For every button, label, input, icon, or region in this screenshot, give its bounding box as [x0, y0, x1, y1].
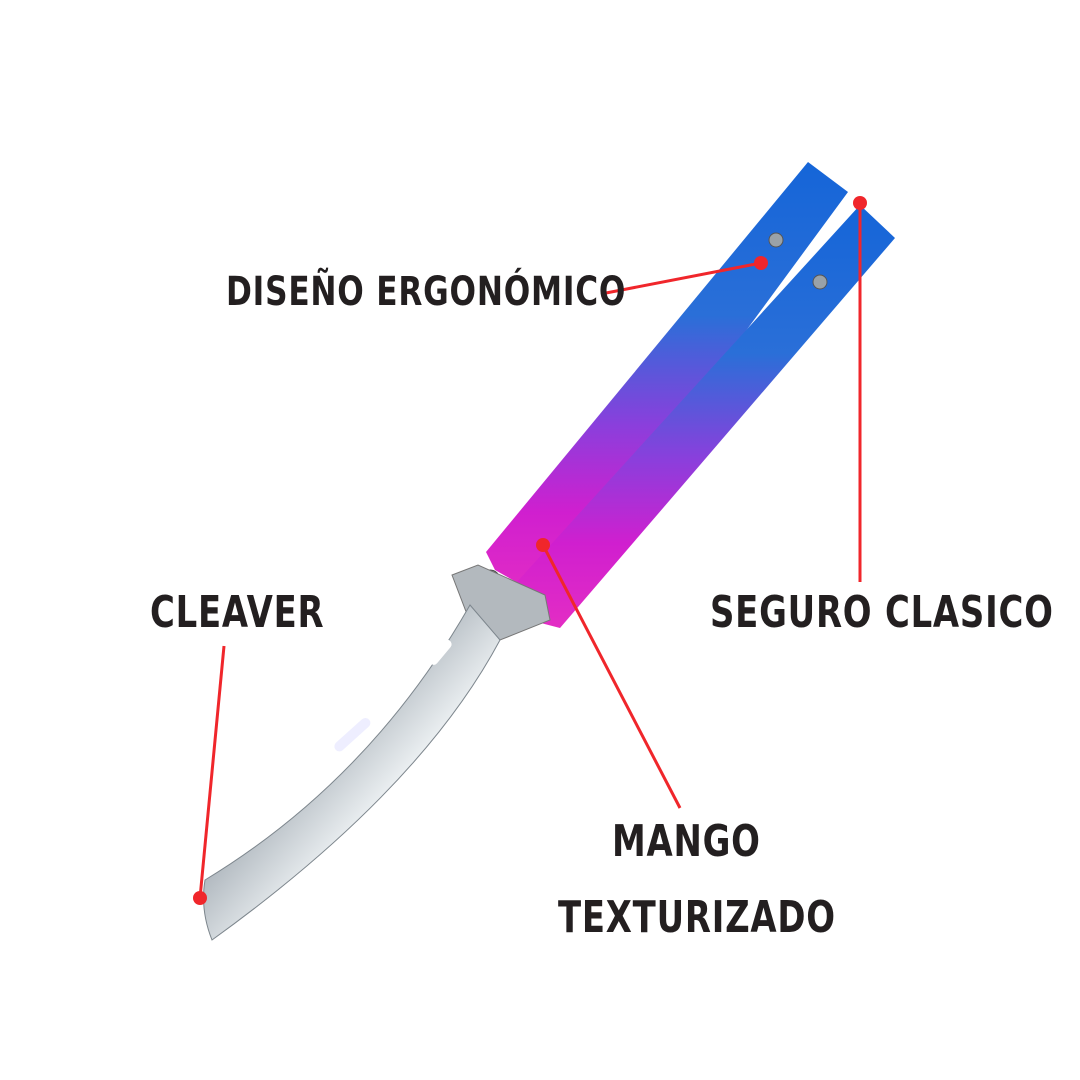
handle-left	[479, 162, 848, 600]
label-handle-line2: TEXTURIZADO	[558, 892, 836, 943]
label-classic-lock: SEGURO CLASICO	[710, 587, 1054, 638]
label-cleaver: CLEAVER	[150, 587, 325, 638]
label-ergonomic-design: DISEÑO ERGONÓMICO	[226, 269, 627, 315]
label-handle-line1: MANGO	[612, 816, 761, 867]
annotation-pointers	[193, 196, 867, 905]
blade	[203, 604, 501, 941]
